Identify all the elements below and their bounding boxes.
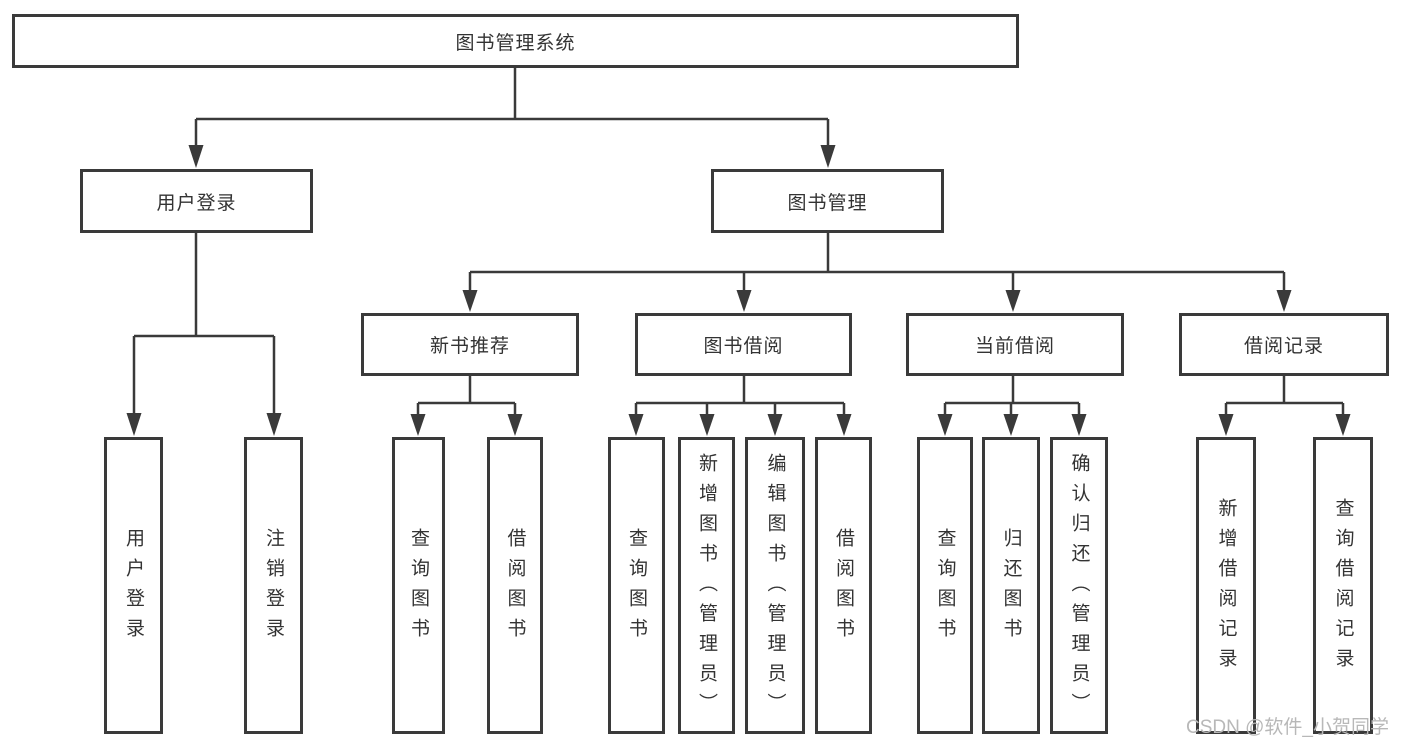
leaf-query-books-borrow: 查询图书 — [608, 437, 665, 734]
leaf-query-books-recommend: 查询图书 — [392, 437, 445, 734]
leaf-query-borrow-record: 查询借阅记录 — [1313, 437, 1373, 734]
node-library-system: 图书管理系统 — [12, 14, 1019, 68]
leaf-user-login: 用户登录 — [104, 437, 163, 734]
leaf-edit-book-admin: 编辑图书（管理员） — [745, 437, 805, 734]
leaf-add-book-admin: 新增图书（管理员） — [678, 437, 735, 734]
node-current-borrow: 当前借阅 — [906, 313, 1124, 376]
leaf-borrow-books-recommend: 借阅图书 — [487, 437, 543, 734]
node-user-login: 用户登录 — [80, 169, 313, 233]
node-borrow-records: 借阅记录 — [1179, 313, 1389, 376]
leaf-add-borrow-record: 新增借阅记录 — [1196, 437, 1256, 734]
leaf-borrow-books-borrow: 借阅图书 — [815, 437, 872, 734]
csdn-watermark: CSDN @软件_小贺同学 — [1186, 717, 1389, 738]
leaf-confirm-return-admin: 确认归还（管理员） — [1050, 437, 1108, 734]
node-new-book-recommend: 新书推荐 — [361, 313, 579, 376]
leaf-logout: 注销登录 — [244, 437, 303, 734]
leaf-return-books: 归还图书 — [982, 437, 1040, 734]
node-book-management: 图书管理 — [711, 169, 944, 233]
leaf-query-books-current: 查询图书 — [917, 437, 973, 734]
node-book-borrow: 图书借阅 — [635, 313, 852, 376]
